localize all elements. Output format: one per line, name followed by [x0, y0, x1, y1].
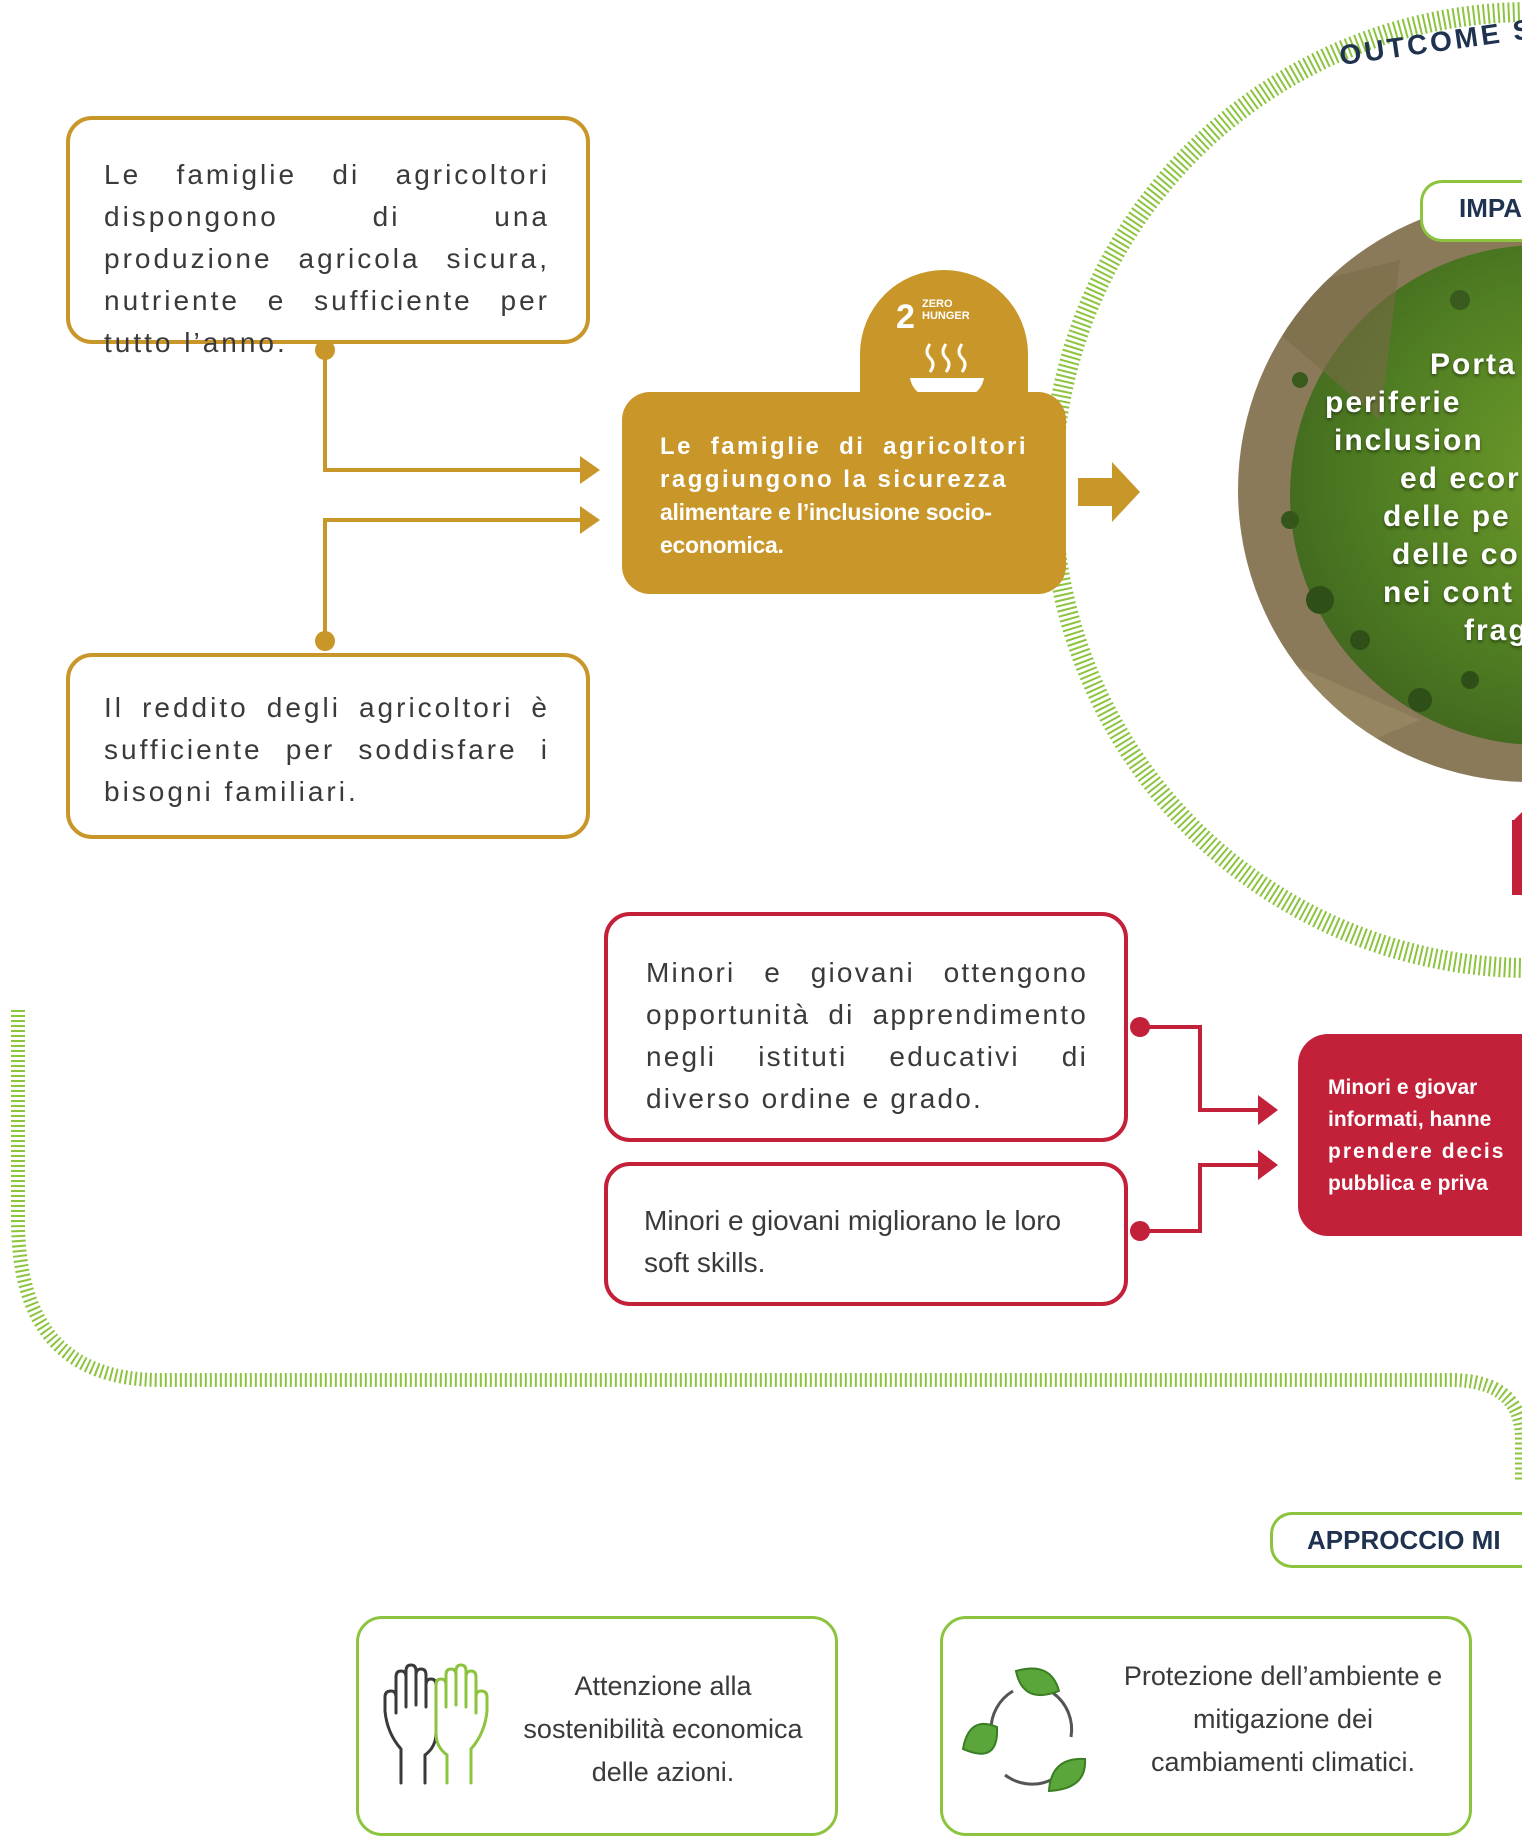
youth-outcome-line: informati, hanne: [1328, 1108, 1492, 1131]
approach-text: Attenzione alla sostenibilità economica …: [523, 1671, 803, 1787]
impact-line: ed ecor: [1400, 462, 1521, 495]
sdg-label: ZERO HUNGER: [922, 298, 970, 322]
food-security-outcome-line: alimentare e l’inclusione socio-economic…: [660, 499, 992, 558]
impact-line: nei cont: [1383, 576, 1515, 609]
youth-outcome-line: Minori e giovar: [1328, 1076, 1478, 1099]
food-security-outcome-line: Le famiglie di agricoltori raggiungono l…: [660, 433, 1028, 493]
impact-statement: Porta periferie inclusion ed ecor delle …: [1325, 346, 1522, 650]
impact-tag-label: IMPA: [1459, 193, 1522, 223]
framework-border: [11, 1010, 1522, 1480]
outcome-box-food-production: Le famiglie di agricoltori dispongono di…: [66, 116, 590, 358]
impact-line: delle pe: [1383, 500, 1511, 533]
outcome-box-youth-learning: Minori e giovani ottengono opportunità d…: [604, 912, 1128, 1142]
sdg-label-line: HUNGER: [922, 310, 970, 322]
approach-tag-label: APPROCCIO MI: [1307, 1525, 1501, 1555]
youth-outcome-line: pubblica e priva: [1328, 1172, 1488, 1195]
sdg-label-line: ZERO: [922, 298, 953, 310]
approach-card-economic: Attenzione alla sostenibilità economica …: [356, 1616, 838, 1836]
outcome-youth: Minori e giovar informati, hanne prender…: [1298, 1034, 1522, 1236]
impact-line: periferie: [1325, 386, 1462, 419]
impact-line: delle co: [1392, 538, 1520, 571]
approach-tag: APPROCCIO MI: [1270, 1512, 1522, 1568]
youth-outcome-line: prendere decis: [1328, 1140, 1506, 1163]
impact-line: Porta: [1430, 348, 1517, 381]
impact-line: inclusion: [1334, 424, 1484, 457]
outcome-box-farmer-income: Il reddito degli agricoltori è sufficien…: [66, 653, 590, 839]
hands-icon: [383, 1663, 489, 1785]
approach-card-environment: Protezione dell’ambiente e mitigazione d…: [940, 1616, 1472, 1836]
recycle-leaves-icon: [961, 1667, 1087, 1793]
sdg-number: 2: [896, 298, 915, 336]
impact-line: frag: [1464, 614, 1522, 647]
approach-text: Protezione dell’ambiente e mitigazione d…: [1123, 1661, 1443, 1777]
impact-tag: IMPA: [1420, 180, 1522, 242]
outcome-box-youth-soft-skills: Minori e giovani migliorano le loro soft…: [604, 1162, 1128, 1306]
outcome-food-security: Le famiglie di agricoltori raggiungono l…: [622, 392, 1066, 594]
